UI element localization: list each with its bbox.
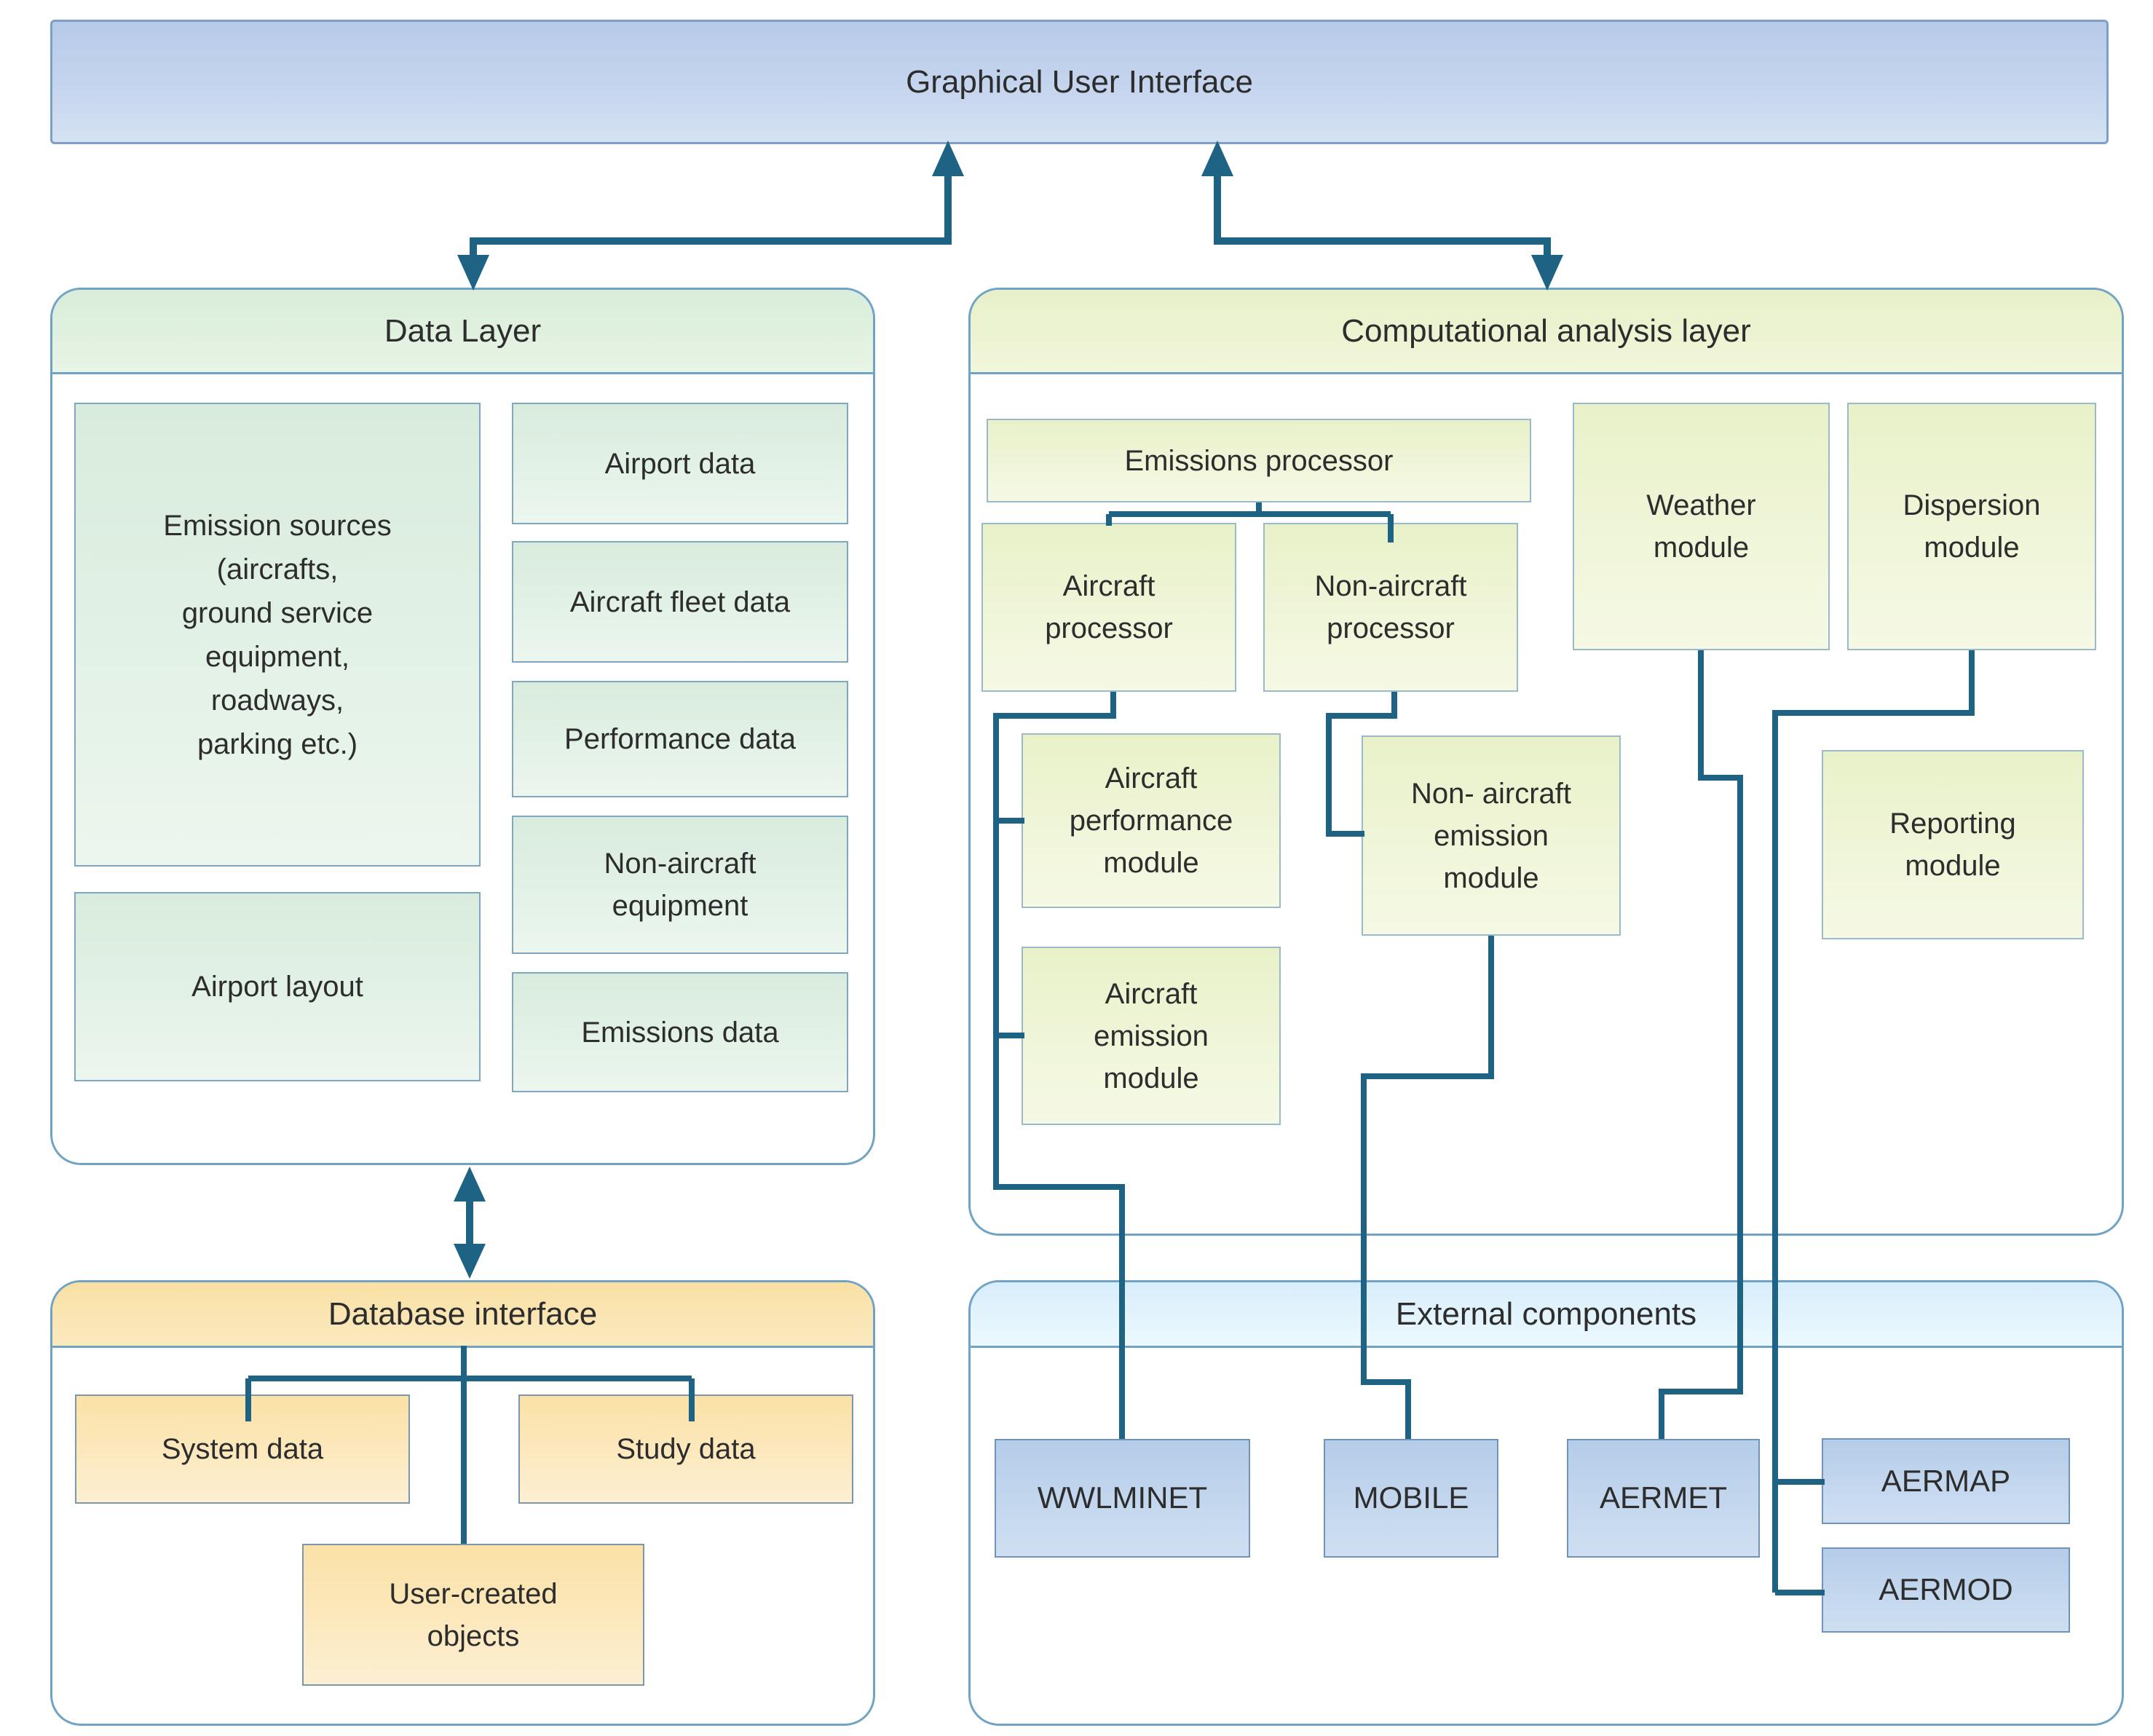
database-interface-header: Database interface (52, 1282, 873, 1348)
aermod-box: AERMOD (1822, 1547, 2070, 1633)
aermap-box: AERMAP (1822, 1438, 2070, 1524)
aircraft-processor-box: Aircraft processor (981, 523, 1236, 692)
aircraft-emission-module-box: Aircraft emission module (1022, 947, 1281, 1125)
performance-data-box: Performance data (512, 681, 848, 797)
non-aircraft-equipment-box: Non-aircraft equipment (512, 816, 848, 954)
gui-bar: Graphical User Interface (50, 20, 2109, 144)
system-data-box: System data (75, 1394, 410, 1504)
user-created-objects-box: User-created objects (302, 1544, 644, 1686)
gui-title: Graphical User Interface (906, 63, 1253, 100)
database-interface-title: Database interface (328, 1295, 598, 1332)
gui-computational-layer-connector (1214, 173, 1551, 257)
mobile-box: MOBILE (1324, 1439, 1498, 1558)
arrowhead-down-computational-layer-icon (1531, 255, 1563, 291)
emissions-processor-box: Emissions processor (987, 419, 1531, 502)
aircraft-fleet-data-box: Aircraft fleet data (512, 541, 848, 663)
arrowhead-down-database-icon (454, 1244, 486, 1279)
arrowhead-down-data-layer-icon (457, 255, 489, 291)
gui-data-layer-connector (470, 173, 952, 257)
external-components-header: External components (971, 1282, 2122, 1348)
arrowhead-up-gui-left-icon (932, 141, 964, 176)
aermet-box: AERMET (1567, 1439, 1760, 1558)
computational-layer-title: Computational analysis layer (1341, 312, 1751, 349)
computational-layer-header: Computational analysis layer (971, 290, 2122, 374)
weather-module-box: Weather module (1573, 403, 1830, 650)
non-aircraft-processor-box: Non-aircraft processor (1263, 523, 1518, 692)
wwlminet-box: WWLMINET (995, 1439, 1250, 1558)
dispersion-module-box: Dispersion module (1847, 403, 2096, 650)
airport-data-box: Airport data (512, 403, 848, 524)
aircraft-performance-module-box: Aircraft performance module (1022, 733, 1281, 908)
arrowhead-up-data-layer-icon (454, 1167, 486, 1202)
data-layer-header: Data Layer (52, 290, 873, 374)
emissions-data-box: Emissions data (512, 972, 848, 1092)
emission-sources-box: Emission sources (aircrafts, ground serv… (74, 403, 481, 867)
non-aircraft-emission-module-box: Non- aircraft emission module (1362, 735, 1621, 936)
data-layer-title: Data Layer (384, 312, 542, 349)
airport-layout-box: Airport layout (74, 892, 481, 1081)
arrowhead-up-gui-right-icon (1201, 141, 1233, 176)
reporting-module-box: Reporting module (1822, 750, 2084, 939)
study-data-box: Study data (518, 1394, 853, 1504)
external-components-title: External components (1395, 1295, 1697, 1332)
